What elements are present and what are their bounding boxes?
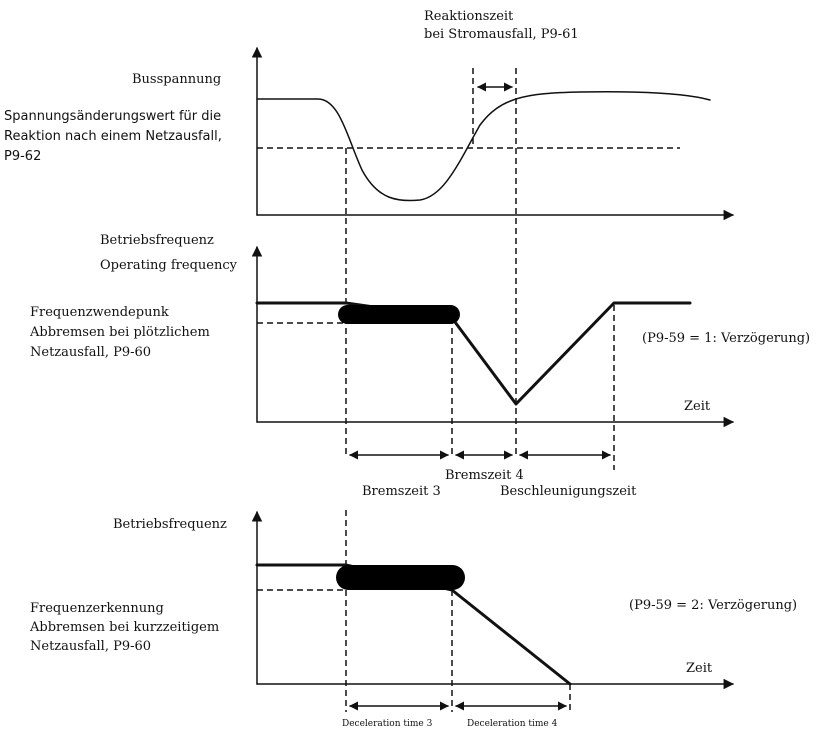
freq-turning-label-line1: Frequenzwendepunk <box>30 305 169 320</box>
deceleration-time-4-label: Deceleration time 4 <box>467 719 558 729</box>
freq-turning-label-line2: Abbremsen bei plötzlichem <box>30 325 210 340</box>
operating-frequency-label-2: Betriebsfrequenz <box>113 517 227 532</box>
voltage-change-label-line3: P9-62 <box>4 149 42 164</box>
freq1-curve <box>255 301 692 406</box>
bus-voltage-graph <box>251 46 735 221</box>
mode1-note: (P9-59 = 1: Verzögerung) <box>642 331 811 346</box>
freq-detect-label-line1: Frequenzerkennung <box>30 601 164 616</box>
reaction-time-param: bei Stromausfall, P9-61 <box>424 27 579 42</box>
bus-voltage-label: Busspannung <box>132 72 222 87</box>
operating-frequency-label-en: Operating frequency <box>100 258 237 273</box>
voltage-change-label-line2: Reaktion nach einem Netzausfall, <box>4 129 222 144</box>
frequency-graph-mode2 <box>251 510 735 712</box>
braking-time-3-label: Bremszeit 3 <box>362 484 441 499</box>
freq-detect-label-line3: Netzausfall, P9-60 <box>30 639 152 654</box>
freq2-hold-bar <box>336 565 465 590</box>
reaction-time-title: Reaktionszeit <box>424 9 514 24</box>
freq-detect-label-line2: Abbremsen bei kurzzeitigem <box>30 620 220 635</box>
operating-frequency-label-de: Betriebsfrequenz <box>100 233 214 248</box>
deceleration-time-3-label: Deceleration time 3 <box>342 719 433 729</box>
time-axis-label-2: Zeit <box>686 661 713 676</box>
time-axis-label-1: Zeit <box>684 399 711 414</box>
voltage-change-label-line1: Spannungsänderungswert für die <box>4 109 222 124</box>
bus-voltage-curve <box>256 91 711 202</box>
freq1-hold-bar <box>338 305 460 324</box>
mode2-note: (P9-59 = 2: Verzögerung) <box>629 598 798 613</box>
frequency-graph-mode1 <box>251 245 735 460</box>
acceleration-time-label: Beschleunigungszeit <box>500 484 637 499</box>
braking-time-4-label: Bremszeit 4 <box>445 468 524 483</box>
freq-turning-label-line3: Netzausfall, P9-60 <box>30 345 152 360</box>
